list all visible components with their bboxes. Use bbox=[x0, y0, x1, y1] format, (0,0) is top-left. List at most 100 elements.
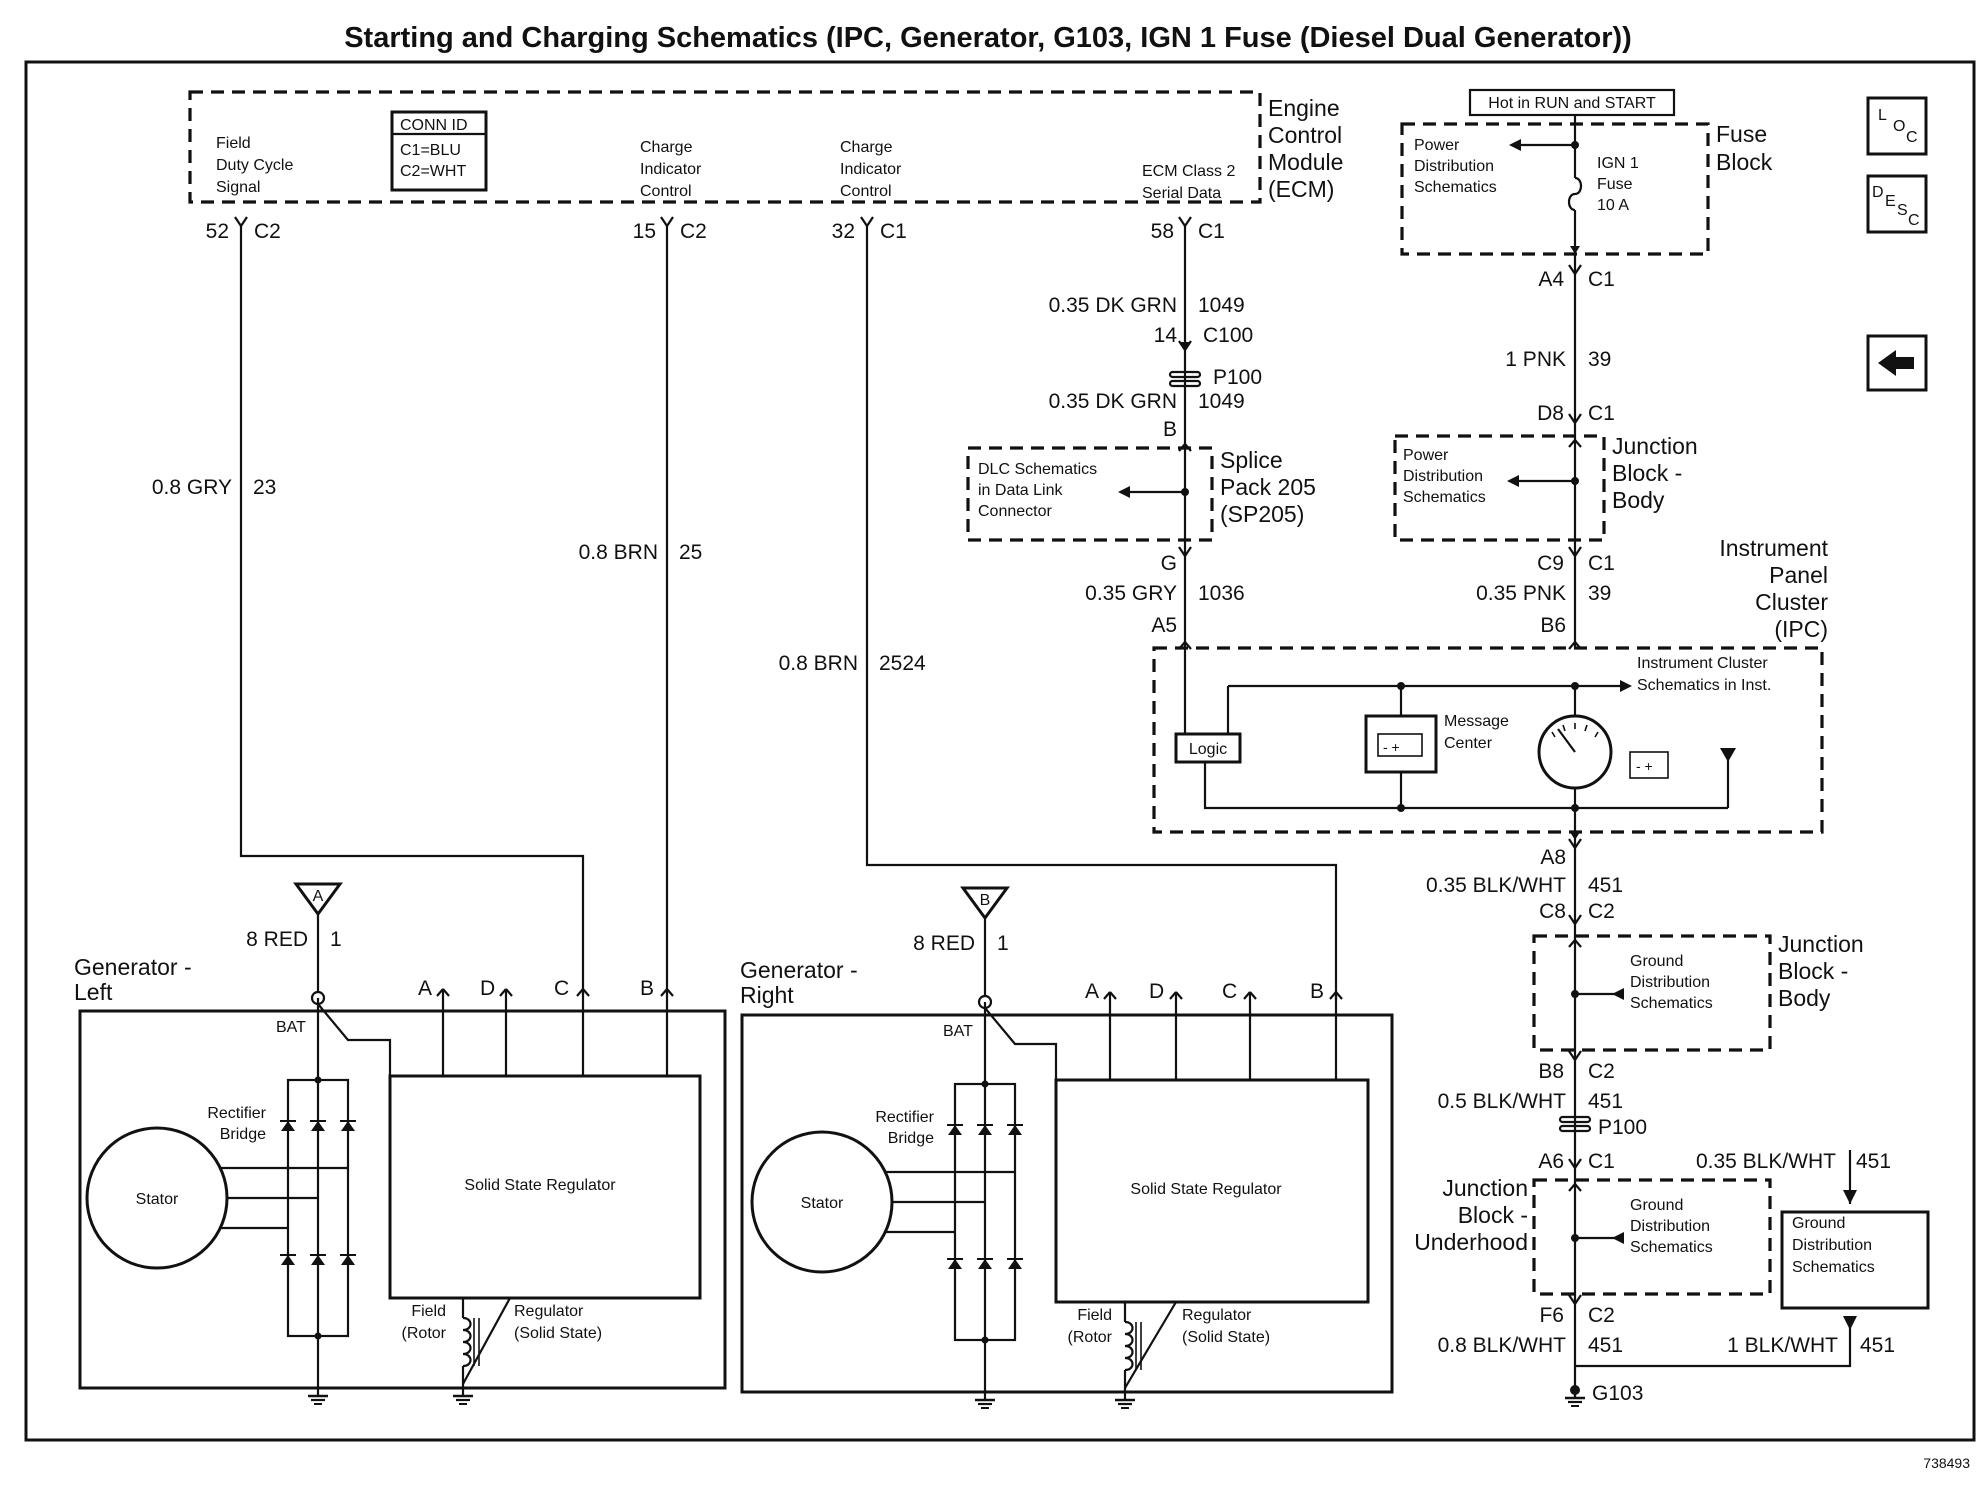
svg-text:C100: C100 bbox=[1203, 324, 1253, 347]
ground-distribution-box: Ground Distribution Schematics bbox=[1780, 1150, 1930, 1310]
ground-g103: G103 bbox=[1563, 1382, 1643, 1408]
svg-text:Schematics: Schematics bbox=[1403, 489, 1486, 506]
svg-text:39: 39 bbox=[1588, 582, 1611, 605]
fuse-block: Fuse Block Power Distribution Schematics… bbox=[1400, 121, 1773, 256]
svg-text:Charge: Charge bbox=[640, 139, 693, 156]
svg-text:8 RED: 8 RED bbox=[246, 928, 308, 951]
svg-text:C: C bbox=[1222, 980, 1237, 1003]
svg-text:A: A bbox=[313, 888, 324, 905]
c100-connector bbox=[1177, 339, 1193, 352]
pin-52-c2: 52 C2 bbox=[206, 215, 281, 243]
svg-text:Junction: Junction bbox=[1778, 931, 1864, 957]
svg-text:Schematics: Schematics bbox=[1792, 1259, 1875, 1276]
p100-connector-top bbox=[1168, 370, 1202, 388]
svg-text:C2=WHT: C2=WHT bbox=[400, 163, 466, 180]
svg-text:BAT: BAT bbox=[276, 1019, 306, 1036]
svg-text:(Solid State): (Solid State) bbox=[1182, 1329, 1270, 1346]
svg-text:8 RED: 8 RED bbox=[913, 932, 975, 955]
svg-text:Block -: Block - bbox=[1612, 460, 1682, 486]
svg-text:0.5 BLK/WHT: 0.5 BLK/WHT bbox=[1438, 1090, 1567, 1113]
svg-text:Ground: Ground bbox=[1630, 953, 1683, 970]
svg-text:Regulator: Regulator bbox=[514, 1303, 584, 1320]
svg-text:Distribution: Distribution bbox=[1630, 974, 1710, 991]
svg-text:Block -: Block - bbox=[1458, 1202, 1528, 1228]
svg-text:- +: - + bbox=[1636, 758, 1653, 774]
svg-text:2524: 2524 bbox=[879, 652, 926, 675]
svg-text:Cluster: Cluster bbox=[1755, 589, 1828, 615]
ecm-serial-data-label: ECM Class 2 Serial Data bbox=[1142, 163, 1235, 202]
svg-text:Distribution: Distribution bbox=[1403, 468, 1483, 485]
svg-text:25: 25 bbox=[679, 541, 702, 564]
svg-text:A8: A8 bbox=[1540, 846, 1566, 869]
logic-box bbox=[1174, 732, 1242, 764]
svg-text:B: B bbox=[1163, 418, 1177, 441]
svg-text:C2: C2 bbox=[1588, 900, 1615, 923]
desc-button[interactable]: D E S C bbox=[1866, 174, 1928, 234]
svg-text:(Rotor: (Rotor bbox=[1068, 1329, 1113, 1346]
svg-text:O: O bbox=[1893, 118, 1905, 135]
pin-15-c2: 15 C2 bbox=[633, 215, 707, 243]
svg-text:15: 15 bbox=[633, 220, 656, 243]
svg-text:Distribution: Distribution bbox=[1792, 1237, 1872, 1254]
svg-text:C1: C1 bbox=[1588, 268, 1615, 291]
diagram-border bbox=[24, 60, 1976, 1442]
svg-text:S: S bbox=[1897, 202, 1908, 219]
svg-text:IGN 1: IGN 1 bbox=[1597, 155, 1639, 172]
svg-text:C2: C2 bbox=[254, 220, 281, 243]
svg-text:DLC Schematics: DLC Schematics bbox=[978, 461, 1097, 478]
battery-icon bbox=[1629, 751, 1669, 779]
svg-text:Panel: Panel bbox=[1769, 562, 1828, 588]
svg-text:14: 14 bbox=[1154, 324, 1178, 347]
svg-text:451: 451 bbox=[1856, 1150, 1891, 1173]
svg-text:P100: P100 bbox=[1213, 366, 1262, 389]
svg-text:Indicator: Indicator bbox=[840, 161, 902, 178]
svg-text:Stator: Stator bbox=[801, 1195, 844, 1212]
fuse-block-labels: A4 C1 1 PNK 39 bbox=[1505, 263, 1615, 371]
svg-text:C1: C1 bbox=[880, 220, 907, 243]
svg-text:Stator: Stator bbox=[136, 1191, 179, 1208]
svg-text:D: D bbox=[480, 977, 495, 1000]
ign1-fuse[interactable] bbox=[1509, 115, 1583, 254]
ecm-module: Engine Control Module (ECM) bbox=[188, 90, 1343, 204]
svg-text:Serial Data: Serial Data bbox=[1142, 185, 1221, 202]
svg-text:Left: Left bbox=[74, 979, 113, 1005]
svg-text:Solid State Regulator: Solid State Regulator bbox=[1130, 1181, 1282, 1198]
svg-text:Logic: Logic bbox=[1189, 741, 1227, 758]
wire-label-brn-2524: 0.8 BRN 2524 bbox=[779, 652, 926, 675]
svg-text:(Rotor: (Rotor bbox=[402, 1325, 447, 1342]
splice-pack-205: DLC Schematics in Data Link Connector Sp… bbox=[966, 446, 1316, 542]
svg-text:D: D bbox=[1149, 980, 1164, 1003]
svg-text:451: 451 bbox=[1588, 1334, 1623, 1357]
svg-text:Signal: Signal bbox=[216, 179, 260, 196]
svg-text:B: B bbox=[640, 977, 654, 1000]
svg-text:Control: Control bbox=[840, 183, 892, 200]
svg-text:A6: A6 bbox=[1538, 1150, 1564, 1173]
svg-text:58: 58 bbox=[1151, 220, 1174, 243]
ground-path-labels: A8 0.35 BLK/WHT 451 C8 C2 bbox=[1426, 832, 1623, 926]
svg-text:Rectifier: Rectifier bbox=[207, 1105, 266, 1122]
diagram-title: Starting and Charging Schematics (IPC, G… bbox=[344, 22, 1632, 54]
svg-text:451: 451 bbox=[1588, 1090, 1623, 1113]
svg-text:Ground: Ground bbox=[1630, 1197, 1683, 1214]
svg-text:Power: Power bbox=[1414, 137, 1460, 154]
message-center bbox=[1364, 714, 1438, 774]
pin-32-c1: 32 C1 bbox=[832, 215, 907, 243]
svg-text:Block: Block bbox=[1716, 149, 1773, 175]
generator-left: Generator - Left A 8 RED 1 BAT A D C B S… bbox=[74, 882, 727, 1406]
loc-button[interactable]: L O C bbox=[1866, 96, 1928, 156]
svg-text:C1: C1 bbox=[1588, 1150, 1615, 1173]
svg-text:Bridge: Bridge bbox=[220, 1126, 266, 1143]
svg-text:Field: Field bbox=[411, 1303, 446, 1320]
svg-text:A: A bbox=[1085, 980, 1099, 1003]
svg-text:Instrument: Instrument bbox=[1719, 535, 1828, 561]
back-button[interactable] bbox=[1866, 334, 1928, 392]
svg-text:C2: C2 bbox=[680, 220, 707, 243]
ecm-field-duty-label: Field Duty Cycle Signal bbox=[216, 135, 293, 196]
svg-text:P100: P100 bbox=[1598, 1116, 1647, 1139]
svg-text:C: C bbox=[1908, 212, 1920, 229]
svg-text:Splice: Splice bbox=[1220, 447, 1283, 473]
ground-path-labels-2: B8 C2 0.5 BLK/WHT 451 P100 A6 C1 0.35 BL… bbox=[1438, 1049, 1891, 1173]
svg-text:E: E bbox=[1885, 193, 1896, 210]
svg-text:0.35 DK GRN: 0.35 DK GRN bbox=[1049, 294, 1177, 317]
